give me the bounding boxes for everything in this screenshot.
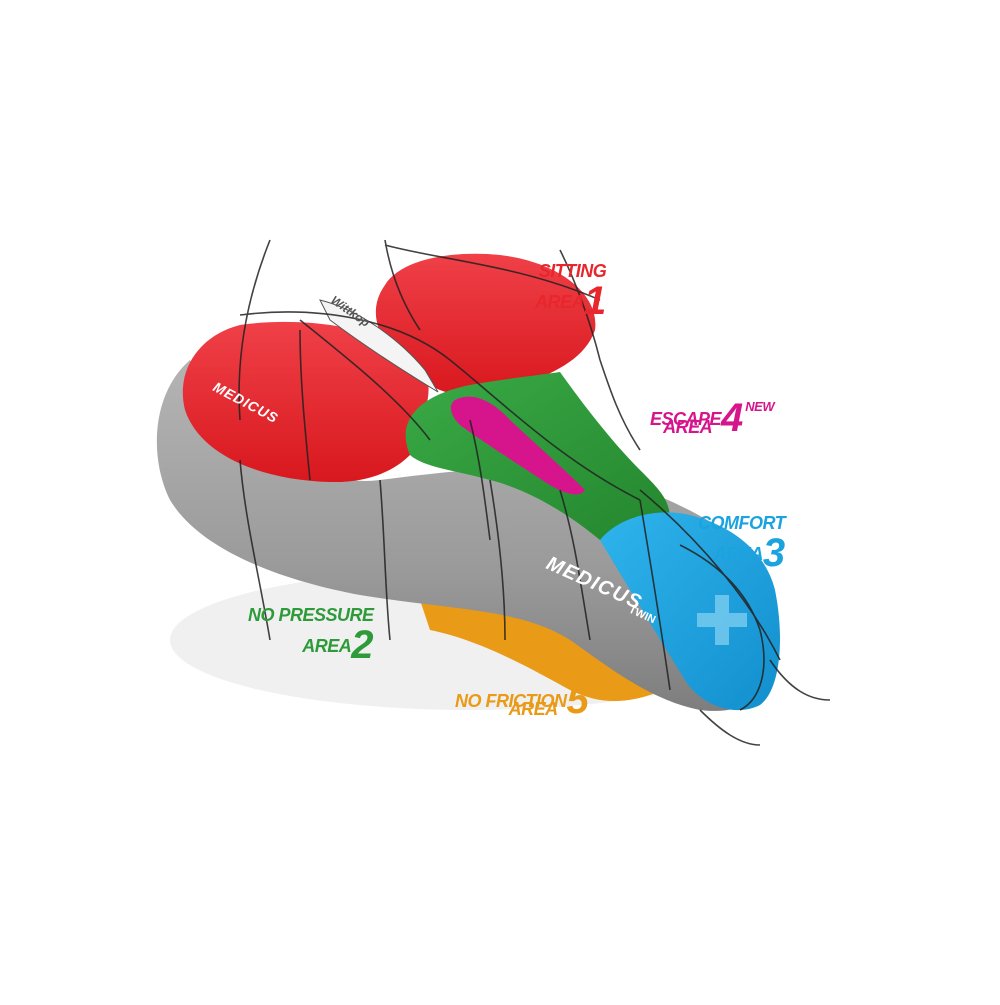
- cross-emboss: [697, 595, 747, 645]
- area-label-line1: NO FRICTION: [455, 691, 567, 711]
- area-number: 1: [584, 279, 607, 323]
- new-badge: NEW: [590, 681, 620, 696]
- area-number: 2: [351, 623, 374, 667]
- area-label-line2: AREA: [713, 544, 764, 564]
- area-number: 5: [566, 678, 589, 722]
- area-label-line2: AREA: [535, 292, 585, 312]
- area-label-sitting: SITTING AREA1: [535, 261, 607, 323]
- area-number: 3: [762, 531, 786, 575]
- area-number: 4: [721, 396, 744, 440]
- area-label-line1: SITTING: [538, 261, 607, 281]
- sitting-pad-left: [182, 321, 429, 483]
- area-label-line1: ESCAPE: [650, 409, 722, 429]
- saddle-shell: [156, 360, 770, 711]
- nose-strip: [319, 299, 439, 393]
- area-label-no-pressure: NO PRESSURE AREA2: [248, 606, 374, 665]
- sitting-pad-right: [375, 253, 596, 396]
- area-label-line2: AREA: [663, 417, 713, 437]
- escape-channel: [450, 396, 585, 495]
- comfort-zone: [600, 512, 780, 711]
- no-friction-zone: [420, 590, 668, 702]
- area-label-line1: NO PRESSURE: [248, 605, 374, 625]
- area-label-comfort: COMFORT AREA3: [698, 513, 786, 575]
- area-label-line2: AREA: [302, 636, 352, 656]
- new-badge: NEW: [745, 399, 775, 414]
- area-label-line1: COMFORT: [698, 513, 786, 533]
- sketch-lines: [238, 239, 831, 746]
- area-label-line2: AREA: [508, 699, 559, 719]
